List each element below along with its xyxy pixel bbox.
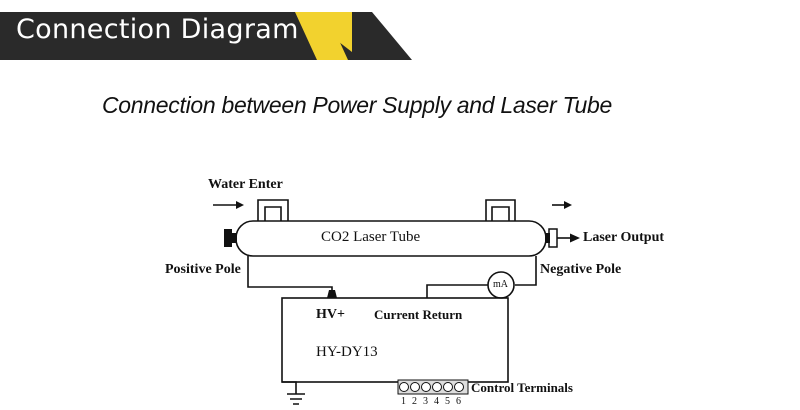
- terminal-number: 5: [445, 396, 450, 407]
- water-in-arrow-icon: [213, 201, 244, 209]
- terminal-block: [397, 379, 469, 395]
- water-inlet-pipe: [257, 199, 289, 221]
- control-terminals-label: Control Terminals: [471, 380, 573, 395]
- ground-wire: [282, 381, 297, 394]
- negative-wire: [515, 256, 537, 286]
- banner-accent-stripe: [295, 12, 348, 60]
- laser-output-arrowhead-icon: [570, 233, 580, 243]
- milliamp-meter-label: mA: [493, 279, 508, 290]
- output-mirror-cap: [545, 233, 550, 243]
- negative-pole-label: Negative Pole: [540, 262, 622, 277]
- hv-connector: [327, 290, 337, 298]
- hv-plus-label: HV+: [316, 307, 345, 322]
- water-out-arrow-icon: [552, 201, 572, 209]
- terminal-number: 1: [401, 396, 406, 407]
- terminal-number: 2: [412, 396, 417, 407]
- power-supply-model-label: HY-DY13: [316, 344, 378, 360]
- current-return-label: Current Return: [374, 307, 463, 322]
- page-title: Connection Diagram: [16, 14, 299, 45]
- positive-pole-label: Positive Pole: [165, 262, 241, 277]
- water-outlet-pipe: [485, 199, 516, 221]
- terminal-number: 3: [423, 396, 428, 407]
- terminal-number: 6: [456, 396, 461, 407]
- power-supply-box: [281, 297, 509, 383]
- laser-output-label: Laser Output: [583, 230, 665, 245]
- banner-accent-top: [300, 12, 352, 52]
- diagram-subtitle: Connection between Power Supply and Lase…: [102, 92, 613, 118]
- positive-electrode-neck: [232, 233, 237, 243]
- return-wire: [426, 284, 488, 298]
- output-mirror-frame: [548, 228, 558, 248]
- positive-wire: [247, 256, 333, 298]
- header-banner: [0, 12, 412, 60]
- laser-tube-label: CO2 Laser Tube: [321, 229, 421, 245]
- water-enter-label: Water Enter: [208, 177, 283, 192]
- terminal-number: 4: [434, 396, 439, 407]
- ground-icon: [287, 393, 305, 405]
- positive-electrode-cap: [224, 229, 232, 247]
